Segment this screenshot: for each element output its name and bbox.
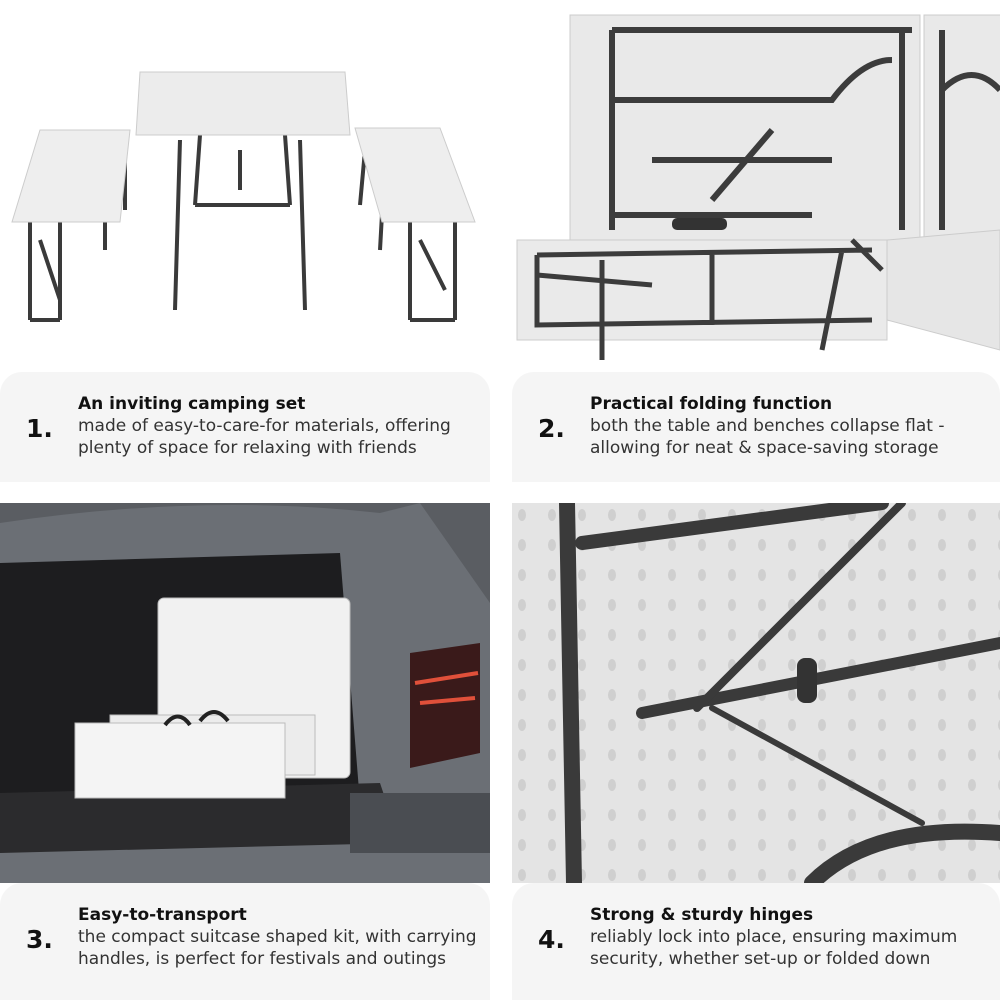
feature-title: Easy-to-transport <box>78 905 247 925</box>
feature-number: 4. <box>538 925 565 954</box>
feature-card-4: 4. Strong & sturdy hinges reliably lock … <box>512 883 1000 1000</box>
feature-card-1: 1. An inviting camping set made of easy-… <box>0 372 490 482</box>
feature-title: An inviting camping set <box>78 394 306 414</box>
feature-title: Practical folding function <box>590 394 833 414</box>
feature-description: both the table and benches collapse flat… <box>590 416 945 458</box>
hinge-closeup-photo <box>512 503 1000 883</box>
feature-card-2: 2. Practical folding function both the t… <box>512 372 1000 482</box>
feature-description: made of easy-to-care-for materials, offe… <box>78 416 451 458</box>
feature-description: the compact suitcase shaped kit, with ca… <box>78 927 477 969</box>
feature-number: 2. <box>538 414 565 443</box>
feature-description: reliably lock into place, ensuring maxim… <box>590 927 958 969</box>
car-trunk-photo <box>0 503 490 883</box>
feature-title: Strong & sturdy hinges <box>590 905 814 925</box>
camping-set-photo <box>0 0 490 360</box>
feature-card-3: 3. Easy-to-transport the compact suitcas… <box>0 883 490 1000</box>
feature-number: 1. <box>26 414 53 443</box>
feature-number: 3. <box>26 925 53 954</box>
folded-table-photo <box>512 0 1000 360</box>
